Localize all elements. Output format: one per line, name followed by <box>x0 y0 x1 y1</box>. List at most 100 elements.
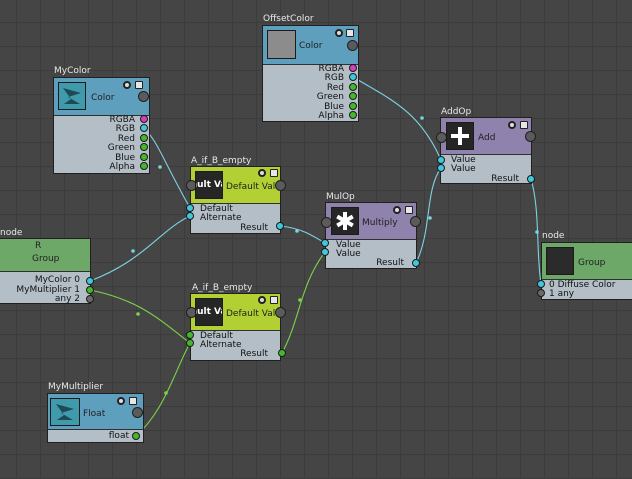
gear-icon[interactable] <box>123 81 131 89</box>
wire-group-mycolor-to-if1-alternate <box>89 215 191 282</box>
expand-knob[interactable] <box>525 131 536 142</box>
port-label-result: Result <box>376 258 404 268</box>
port-mymultiplier-float[interactable] <box>132 432 140 440</box>
port-label-green: Green <box>316 92 344 102</box>
node-title-group-right: node <box>542 231 565 241</box>
port-mulop-value-1[interactable] <box>321 239 329 247</box>
bookmark-icon[interactable] <box>270 169 278 177</box>
node-mymultiplier[interactable]: Float float <box>47 393 144 443</box>
port-label-value: Value <box>336 240 361 250</box>
port-group-mycolor[interactable] <box>86 277 94 285</box>
port-if1-result[interactable] <box>276 222 284 230</box>
bookmark-icon[interactable] <box>405 206 413 214</box>
add-icon <box>446 122 474 150</box>
port-offsetcolor-blue[interactable] <box>349 102 357 110</box>
bookmark-icon[interactable] <box>520 121 528 129</box>
gear-icon[interactable] <box>508 121 516 129</box>
node-title-addop: AddOp <box>441 107 472 117</box>
port-if1-default[interactable] <box>186 204 194 212</box>
gear-icon[interactable] <box>393 206 401 214</box>
port-label-rgba: RGBA <box>109 115 135 125</box>
port-if2-result[interactable] <box>278 349 286 357</box>
expand-knob[interactable] <box>275 180 286 191</box>
wire-flow-marker <box>428 216 432 220</box>
node-group-left[interactable]: R Group MyColor 0 MyMultiplier 1 any 2 <box>0 238 91 304</box>
port-if1-alternate[interactable] <box>186 212 194 220</box>
expand-knob[interactable] <box>132 407 143 418</box>
port-offsetcolor-rgba[interactable] <box>349 64 357 72</box>
wire-flow-marker <box>164 391 168 395</box>
port-mycolor-red[interactable] <box>140 134 148 142</box>
port-group-mymultiplier[interactable] <box>86 286 94 294</box>
wire-flow-marker <box>295 229 299 233</box>
bookmark-icon[interactable] <box>346 29 354 37</box>
port-addop-value-2[interactable] <box>437 164 445 172</box>
3d-logo-icon <box>58 82 86 110</box>
port-label-red: Red <box>326 83 344 93</box>
port-mulop-value-2[interactable] <box>321 248 329 256</box>
wire-flow-marker <box>131 249 135 253</box>
port-group-any[interactable] <box>86 295 94 303</box>
port-group-any-in[interactable] <box>537 289 545 297</box>
port-mycolor-green[interactable] <box>140 143 148 151</box>
port-group-diffuse-color[interactable] <box>537 280 545 288</box>
port-label-value: Value <box>451 164 476 174</box>
wire-group-multiplier-to-if2-alternate <box>89 289 191 344</box>
node-type-label: Group <box>578 258 606 268</box>
port-addop-value-1[interactable] <box>437 156 445 164</box>
port-if2-alternate[interactable] <box>186 339 194 347</box>
port-offsetcolor-rgb[interactable] <box>349 73 357 81</box>
port-offsetcolor-green[interactable] <box>349 92 357 100</box>
bookmark-icon[interactable] <box>135 81 143 89</box>
node-type-label: Float <box>83 409 106 419</box>
port-label-blue: Blue <box>324 102 344 112</box>
port-mycolor-rgba[interactable] <box>140 115 148 123</box>
port-label-rgba: RGBA <box>318 64 344 74</box>
port-label-alternate: Alternate <box>200 340 242 350</box>
port-label-default: Default <box>200 331 233 341</box>
bookmark-icon[interactable] <box>270 296 278 304</box>
wire-offsetcolor-rgb-to-add <box>352 76 442 161</box>
expand-knob[interactable] <box>347 40 358 51</box>
bookmark-icon[interactable] <box>129 397 137 405</box>
node-addop[interactable]: Add Value Value Result <box>436 117 536 184</box>
gear-icon[interactable] <box>117 397 125 405</box>
port-offsetcolor-alpha[interactable] <box>349 111 357 119</box>
node-header[interactable] <box>0 239 90 272</box>
preview-text: ault Val <box>196 180 222 190</box>
node-type-label: Color <box>91 93 115 103</box>
node-offsetcolor[interactable]: Color RGBA RGB Red Green Blue Alpha <box>262 25 359 122</box>
node-title-mymultiplier: MyMultiplier <box>48 382 104 392</box>
port-offsetcolor-red[interactable] <box>349 83 357 91</box>
gear-icon[interactable] <box>258 296 266 304</box>
expand-knob[interactable] <box>410 216 421 227</box>
port-label-rgb: RGB <box>324 73 344 83</box>
gear-icon[interactable] <box>258 169 266 177</box>
port-label-value: Value <box>336 249 361 259</box>
node-title-mycolor: MyColor <box>54 66 91 76</box>
port-label-result: Result <box>240 349 268 359</box>
port-label-result: Result <box>491 174 519 184</box>
node-mycolor[interactable]: Color RGBA RGB Red Green Blue Alpha <box>53 77 150 174</box>
wire-add-result-to-group <box>530 178 542 285</box>
gear-icon[interactable] <box>335 29 343 37</box>
port-mycolor-blue[interactable] <box>140 153 148 161</box>
port-label-alpha: Alpha <box>109 162 135 172</box>
node-a-if-b-empty-1[interactable]: ault Val Default Val Default Alternate R… <box>186 166 286 234</box>
node-type-label: Multiply <box>362 218 398 228</box>
group-preview-swatch <box>546 247 574 275</box>
node-type-label: Default Val <box>226 182 276 192</box>
port-if2-default[interactable] <box>186 331 194 339</box>
port-mulop-result[interactable] <box>412 259 420 267</box>
node-type-label: Color <box>299 41 323 51</box>
node-type-label: Group <box>32 254 60 264</box>
expand-knob[interactable] <box>138 91 149 102</box>
port-mycolor-alpha[interactable] <box>140 162 148 170</box>
port-addop-result[interactable] <box>527 175 535 183</box>
node-group-right[interactable]: Group 0 Diffuse Color 1 any <box>541 242 632 300</box>
port-label-rgb: RGB <box>115 124 135 134</box>
node-a-if-b-empty-2[interactable]: ault Val Default Val Default Alternate R… <box>186 293 286 361</box>
node-mulop[interactable]: Multiply Value Value Result <box>321 202 421 269</box>
port-mycolor-rgb[interactable] <box>140 124 148 132</box>
expand-knob[interactable] <box>275 307 286 318</box>
